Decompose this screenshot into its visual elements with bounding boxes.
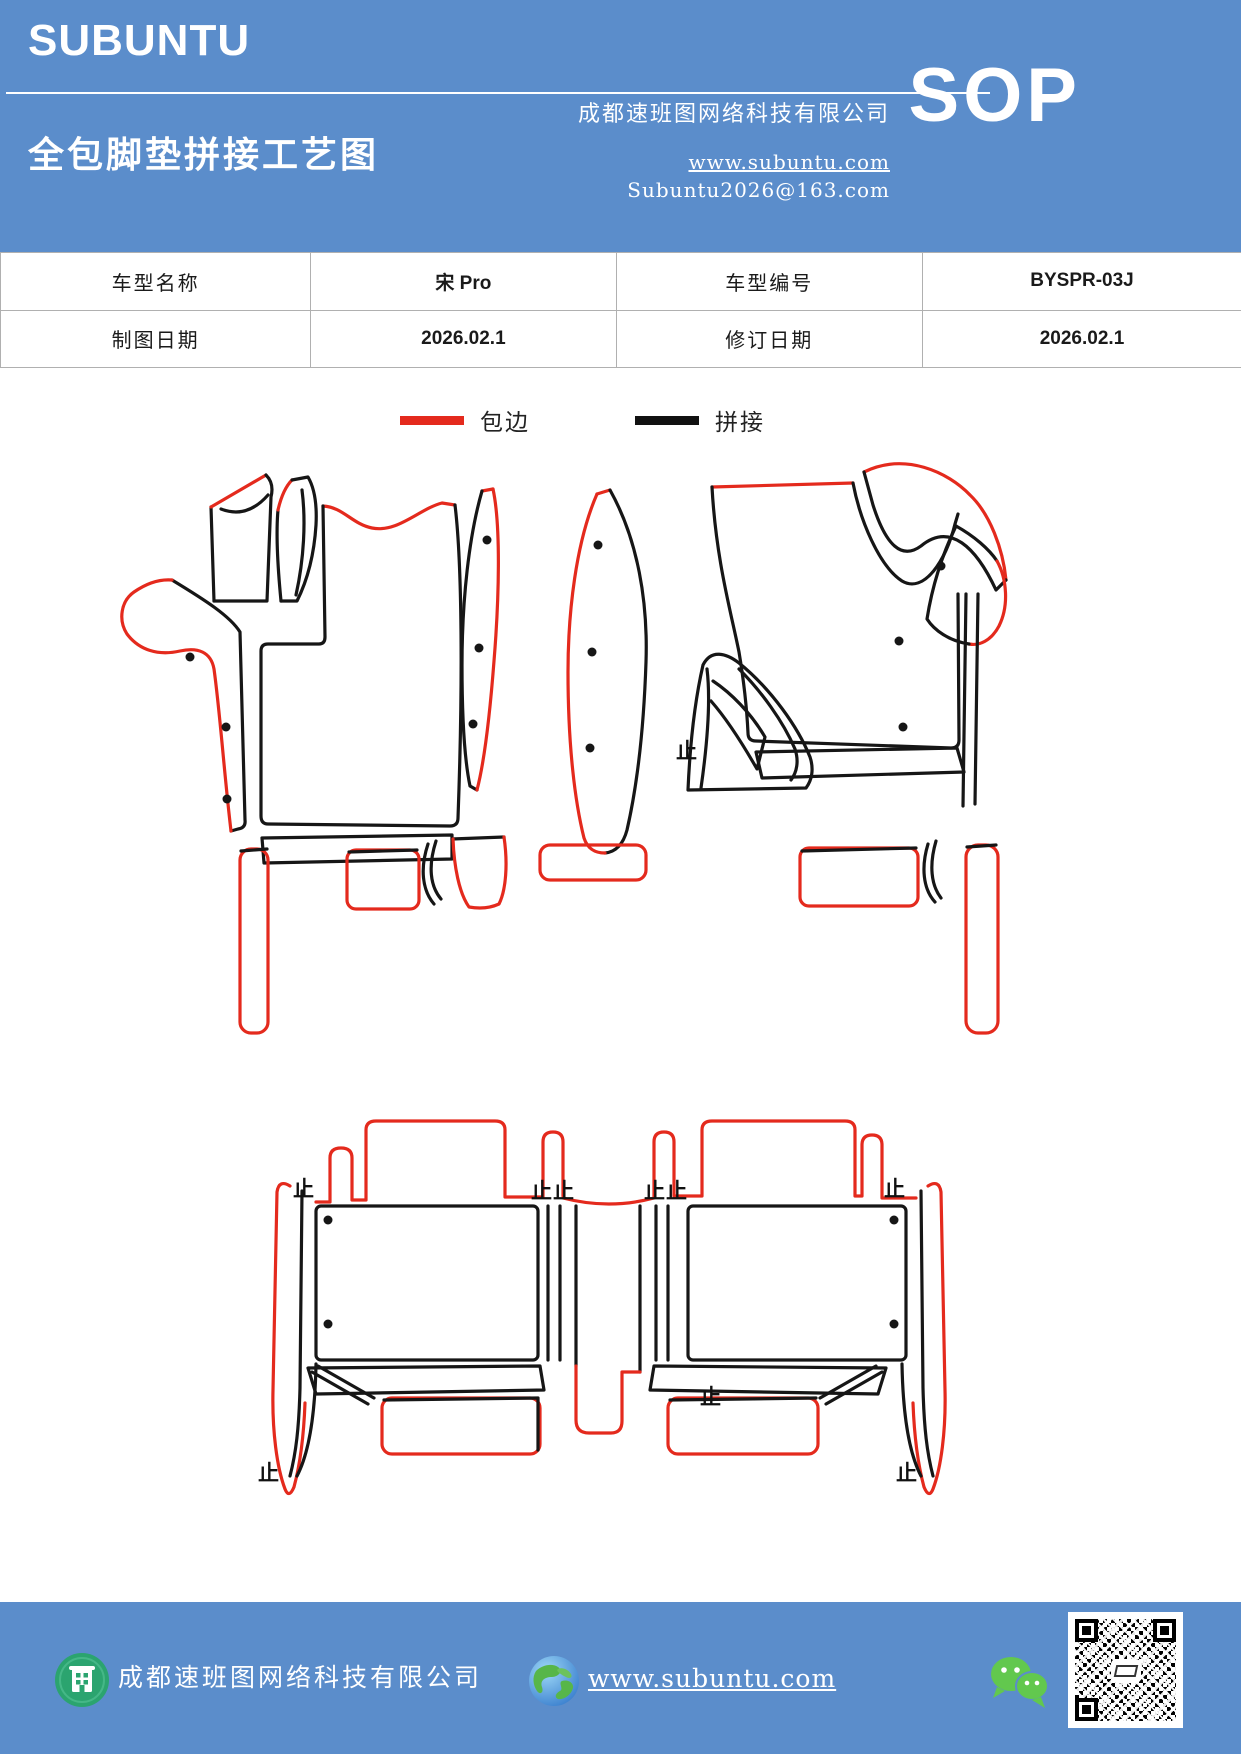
table-cell-code-label: 车型编号 (615, 252, 924, 311)
stop-mark-rear-3: 止 (553, 1179, 574, 1203)
table-cell-model-label: 车型名称 (0, 252, 312, 311)
binding-line-swatch (400, 415, 464, 425)
page-header: SUBUNTU 全包脚垫拼接工艺图 成都速班图网络科技有限公司 www.subu… (0, 0, 1241, 252)
front-right-mat: 止 (538, 462, 1008, 1035)
footer-company-name: 成都速班图网络科技有限公司 (118, 1663, 483, 1692)
table-cell-code-value: BYSPR-03J (922, 252, 1241, 311)
header-website-link[interactable]: www.subuntu.com (688, 150, 890, 174)
stop-mark-rear-4: 止 (644, 1179, 665, 1203)
rear-mat-set: 止 止 止 止 止 止 止 止 止 (258, 1119, 947, 1496)
wechat-icon (991, 1657, 1049, 1708)
globe-icon (529, 1656, 579, 1706)
legend-binding: 包边 (400, 403, 530, 437)
qr-center-logo (1111, 1659, 1141, 1683)
stop-mark-rear-6: 止 (884, 1177, 905, 1201)
footer-website-link[interactable]: www.subuntu.com (588, 1664, 837, 1693)
header-divider (6, 92, 990, 94)
stop-mark-rear-1: 止 (293, 1177, 314, 1201)
table-cell-drawdate-value: 2026.02.1 (310, 309, 617, 368)
header-email[interactable]: Subuntu2026@163.com (627, 178, 890, 202)
brand-logo: SUBUNTU (28, 16, 251, 65)
table-cell-drawdate-label: 制图日期 (0, 309, 312, 368)
stop-mark-rear-7: 止 (700, 1385, 721, 1409)
legend-seam: 拼接 (635, 403, 765, 437)
page-title: 全包脚垫拼接工艺图 (28, 134, 380, 175)
header-company-name: 成都速班图网络科技有限公司 (577, 102, 890, 127)
mat-pattern-svg: 止 (120, 462, 1008, 1496)
seam-line-swatch (635, 415, 699, 425)
stop-mark-rear-8: 止 (258, 1461, 279, 1485)
sop-badge: SOP (908, 53, 1081, 138)
binding-label: 包边 (480, 410, 530, 435)
stop-mark-rear-5: 止 (666, 1179, 687, 1203)
qr-code (1068, 1612, 1183, 1728)
stop-mark-front: 止 (676, 739, 697, 763)
stop-mark-rear-2: 止 (531, 1179, 552, 1203)
front-left-mat (120, 473, 508, 1035)
mat-pattern-diagram: 止 (0, 430, 1241, 1610)
stop-mark-rear-9: 止 (896, 1461, 917, 1485)
qr-pattern (1075, 1619, 1176, 1721)
vehicle-info-table: 车型名称 宋 Pro 车型编号 BYSPR-03J 制图日期 2026.02.1… (0, 252, 1241, 368)
page-footer: 成都速班图网络科技有限公司 www.subuntu.com (0, 1602, 1241, 1754)
table-cell-model-value: 宋 Pro (310, 252, 617, 311)
seam-label: 拼接 (715, 410, 765, 435)
table-cell-revdate-label: 修订日期 (615, 309, 924, 368)
table-cell-revdate-value: 2026.02.1 (922, 309, 1241, 368)
building-icon (55, 1653, 109, 1707)
